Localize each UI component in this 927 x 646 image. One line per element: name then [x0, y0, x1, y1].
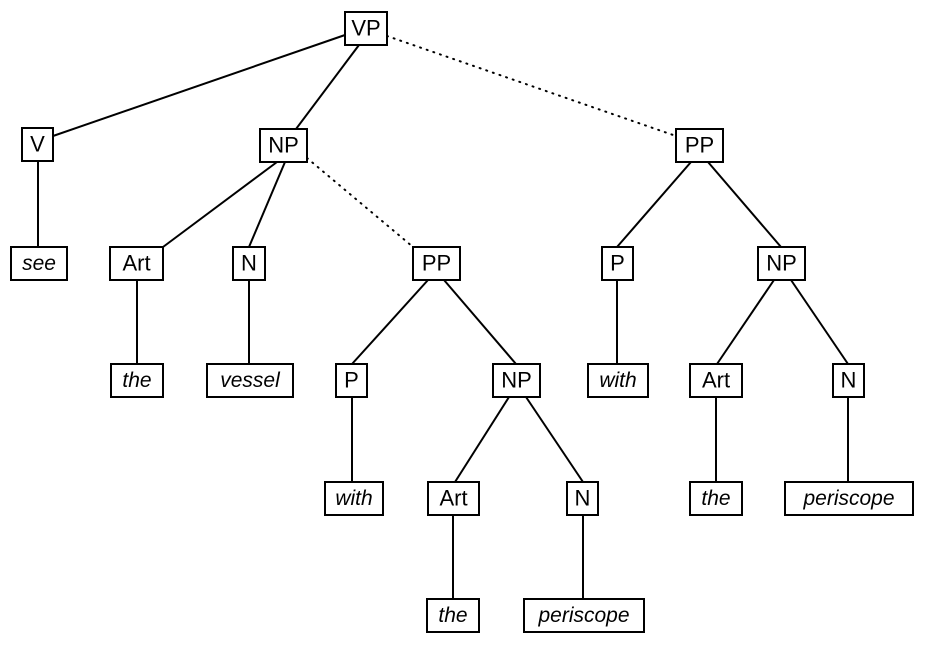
tree-node-np_mid[interactable]: NP: [492, 363, 541, 398]
node-box-pp_right: [675, 128, 724, 163]
leaf-node-peri_m[interactable]: periscope: [523, 598, 645, 633]
node-box-n_mid: [566, 481, 599, 516]
node-label-n1: N: [241, 250, 257, 275]
node-label-art_right: Art: [702, 367, 730, 392]
node-label-with_m: with: [335, 487, 372, 510]
tree-edge-np1-to-pp_mid: [306, 157, 414, 248]
tree-edge-np1-to-n1: [248, 161, 286, 248]
node-box-n_right: [832, 363, 865, 398]
node-box-np_right: [757, 246, 806, 281]
node-label-p_right: P: [610, 250, 625, 275]
node-box-with_m: [324, 481, 384, 516]
tree-node-np1[interactable]: NP: [259, 128, 308, 163]
leaf-node-the1[interactable]: the: [110, 363, 164, 398]
tree-edge-np_mid-to-art_mid: [454, 396, 510, 483]
tree-node-art_right[interactable]: Art: [689, 363, 743, 398]
tree-node-vp[interactable]: VP: [344, 11, 388, 46]
node-box-peri_m: [523, 598, 645, 633]
tree-edge-vp-to-pp_right: [386, 35, 677, 137]
tree-edge-np1-to-art1: [162, 161, 278, 248]
tree-node-n_mid[interactable]: N: [566, 481, 599, 516]
node-label-vessel: vessel: [220, 369, 281, 392]
leaf-node-vessel[interactable]: vessel: [206, 363, 294, 398]
node-box-vessel: [206, 363, 294, 398]
node-label-n_right: N: [841, 367, 857, 392]
node-box-see: [10, 246, 68, 281]
node-label-peri_r: periscope: [802, 487, 894, 510]
node-box-art_right: [689, 363, 743, 398]
node-box-vp: [344, 11, 388, 46]
node-label-pp_right: PP: [685, 132, 714, 157]
node-label-the1: the: [122, 369, 151, 392]
tree-node-pp_right[interactable]: PP: [675, 128, 724, 163]
leaf-node-the_r[interactable]: the: [689, 481, 743, 516]
node-box-p_mid: [335, 363, 368, 398]
tree-node-p_right[interactable]: P: [601, 246, 634, 281]
leaf-node-the_m[interactable]: the: [426, 598, 480, 633]
node-box-np_mid: [492, 363, 541, 398]
tree-edge-vp-to-v: [52, 34, 346, 137]
tree-edge-np_right-to-art_right: [716, 279, 775, 365]
tree-edge-vp-to-np1: [295, 44, 360, 130]
node-label-v: V: [30, 131, 45, 156]
node-box-peri_r: [784, 481, 914, 516]
tree-node-v[interactable]: V: [21, 127, 54, 162]
node-label-peri_m: periscope: [537, 604, 629, 627]
leaf-node-with_r[interactable]: with: [587, 363, 649, 398]
node-box-art1: [109, 246, 164, 281]
node-box-with_r: [587, 363, 649, 398]
tree-node-np_right[interactable]: NP: [757, 246, 806, 281]
node-label-pp_mid: PP: [422, 250, 451, 275]
tree-edge-pp_right-to-np_right: [707, 161, 782, 248]
tree-edge-np_mid-to-n_mid: [525, 396, 584, 483]
tree-node-art1[interactable]: Art: [109, 246, 164, 281]
node-box-n1: [232, 246, 266, 281]
node-label-with_r: with: [599, 369, 636, 392]
tree-edge-pp_mid-to-p_mid: [351, 279, 429, 365]
edge-layer: [37, 34, 849, 599]
node-box-p_right: [601, 246, 634, 281]
node-box-the_r: [689, 481, 743, 516]
leaf-node-see[interactable]: see: [10, 246, 68, 281]
node-box-the_m: [426, 598, 480, 633]
node-label-art_mid: Art: [439, 485, 467, 510]
leaf-node-peri_r[interactable]: periscope: [784, 481, 914, 516]
tree-node-pp_mid[interactable]: PP: [412, 246, 461, 281]
node-box-art_mid: [427, 481, 480, 516]
node-label-p_mid: P: [344, 367, 359, 392]
node-box-np1: [259, 128, 308, 163]
node-label-vp: VP: [351, 15, 380, 40]
node-label-art1: Art: [122, 250, 150, 275]
node-box-v: [21, 127, 54, 162]
tree-node-art_mid[interactable]: Art: [427, 481, 480, 516]
tree-node-n1[interactable]: N: [232, 246, 266, 281]
node-label-see: see: [22, 252, 56, 275]
node-label-n_mid: N: [575, 485, 591, 510]
node-label-np_mid: NP: [501, 367, 532, 392]
node-box-pp_mid: [412, 246, 461, 281]
leaf-node-with_m[interactable]: with: [324, 481, 384, 516]
node-label-np1: NP: [268, 132, 299, 157]
node-box-the1: [110, 363, 164, 398]
tree-node-p_mid[interactable]: P: [335, 363, 368, 398]
node-label-the_m: the: [438, 604, 467, 627]
node-label-the_r: the: [701, 487, 730, 510]
tree-edge-np_right-to-n_right: [790, 279, 849, 365]
tree-edge-pp_mid-to-np_mid: [443, 279, 517, 365]
node-label-np_right: NP: [766, 250, 797, 275]
tree-node-n_right[interactable]: N: [832, 363, 865, 398]
tree-edge-pp_right-to-p_right: [616, 161, 692, 248]
